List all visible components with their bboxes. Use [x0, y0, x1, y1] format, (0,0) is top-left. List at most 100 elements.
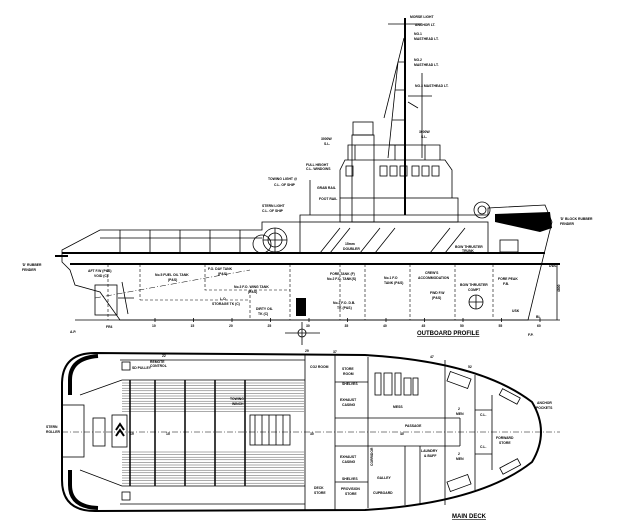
label-searchlight-fwd-b: S.L. [421, 135, 427, 139]
towing-hook-box [111, 414, 128, 448]
bow-winch [473, 201, 491, 219]
mess-tables [374, 372, 419, 396]
label-co2-room: CO2 ROOM [310, 365, 329, 369]
label-laundry: LAUNDRY [421, 449, 438, 453]
label-aft-fender: 'D' RUBBER [22, 263, 42, 267]
label-bl: BL [536, 315, 541, 319]
label-provision-store-b: STORE [345, 492, 357, 496]
deck-planking [122, 380, 304, 486]
room-walls [334, 355, 493, 510]
label-masthead2: MASTHEAD LT. [414, 63, 439, 67]
outboard-profile-title: OUTBOARD PROFILE [417, 331, 479, 337]
towing-winch [252, 227, 288, 254]
tank-label: (P&S) [248, 290, 257, 294]
label-fp: F.P. [528, 333, 534, 337]
label-exhaust-2: EXHAUST [340, 455, 357, 459]
mast-lattice [383, 37, 432, 159]
deck-frame-number: 22 [162, 354, 166, 358]
label-forward-store: FORWARD [496, 436, 514, 440]
label-fr4: FR4 [106, 325, 113, 329]
label-depth: 4800 [557, 284, 561, 292]
anchor-pocket-2 [499, 458, 522, 475]
tank-label: FWD F.W [430, 291, 445, 295]
towing-pin-box [92, 417, 106, 447]
label-windows: FULL HEIGHT [306, 163, 329, 167]
label-store-room-b: ROOM [343, 372, 354, 376]
frame-number: 45 [422, 324, 426, 328]
label-doubler: 15mm [345, 242, 355, 246]
frame-number: 40 [383, 324, 387, 328]
label-anchor-pockets: ANCHOR [537, 401, 552, 405]
tank-label: FORE PEAK [498, 277, 518, 281]
label-mess: MESS [393, 405, 403, 409]
label-exhaust-2-b: CASING [342, 460, 356, 464]
winch-on-deck [249, 414, 291, 446]
tank-label: F.B. [503, 282, 509, 286]
label-passage: PASSAGE [405, 424, 422, 428]
label-2men-1-b: MEN [456, 412, 464, 416]
label-shelves-2: SHELVES [342, 477, 358, 481]
stern-fender [68, 354, 99, 510]
tank-label: DIRTY OIL [256, 307, 273, 311]
bow-anchor-box [499, 239, 519, 253]
tank-label: VOID (C) [94, 274, 108, 278]
stern-roller [61, 404, 85, 458]
label-2men-1: 2 [458, 407, 460, 411]
label-masthead1-no: NO.1 [414, 32, 422, 36]
label-grab-rail: GRAB RAIL [317, 186, 336, 190]
deck-frame-number: 29 [305, 349, 309, 353]
frame-number: 15 [191, 324, 195, 328]
wheelhouse-windows [345, 165, 440, 177]
label-bow-thruster-trunk-b: TRUNK [462, 249, 474, 253]
label-towing-winch: TOWING [230, 397, 244, 401]
winch-detail [254, 415, 284, 445]
label-cupboard: CUPBOARD [373, 491, 393, 495]
frame-number: 10 [152, 324, 156, 328]
tank-label: AFT F.W (P&S) [88, 269, 112, 273]
label-morse-light: MORSE LIGHT [410, 15, 434, 19]
label-towing-light-b: C.L. OF SHIP [274, 183, 296, 187]
d-block-fender [495, 212, 552, 232]
bunk-1 [446, 371, 472, 389]
deck-frame-number: 52 [468, 365, 472, 369]
label-masthead3: NO.3 MASTHEAD LT. [415, 84, 449, 88]
tank-label: BOW THRUSTER [460, 283, 488, 287]
aft-bulwark-rails [100, 230, 262, 253]
outboard-profile: MORSE LIGHT ANCHOR LT. NO.1 MASTHEAD LT.… [22, 15, 593, 345]
label-exhaust-1-b: CASING [342, 403, 356, 407]
deck-hull-outline [61, 351, 542, 513]
label-laundry-b: & BUFF [424, 454, 436, 458]
frame-number: 60 [537, 324, 541, 328]
shaft-line [94, 269, 251, 299]
anchor-pocket-1 [498, 388, 521, 405]
pulley-box [121, 361, 131, 371]
funnel-top-rail [352, 121, 374, 136]
label-foot-rail: FOOT RAIL [319, 197, 337, 201]
deck-frame-number: 47 [430, 355, 434, 359]
label-stern-light: STERN LIGHT [262, 204, 286, 208]
label-shelves-1: SHELVES [342, 382, 358, 386]
shell-doubler-marks [319, 227, 466, 254]
tank-label: No.2 F.O. D.B. [333, 301, 355, 305]
frame-number: 20 [229, 324, 233, 328]
upper-deckhouse [339, 197, 459, 223]
label-stern-roller-b: ROLLER [46, 430, 60, 434]
tank-label: ACCOMMODATION [418, 276, 450, 280]
main-deck-title: MAIN DECK [452, 514, 487, 520]
label-towing-light: TOWING LIGHT @ [268, 177, 298, 181]
tank-label: CREW'S [425, 271, 439, 275]
label-stern-light-b: C.L. OF SHIP [262, 209, 284, 213]
tank-label: (P&S) [168, 278, 177, 282]
deck-frame-number: 37 [333, 350, 337, 354]
label-bow-thruster-trunk: BOW THRUSTER [455, 245, 483, 249]
label-aft-fender-b: FENDER [22, 268, 36, 272]
label-pulley: SD PULLEY [132, 366, 152, 370]
label-towing-winch-b: WINCH [232, 402, 244, 406]
deck-frame-number: 40 [400, 432, 404, 436]
frame-number: 30 [306, 324, 310, 328]
deck-frame-number: 30 [310, 432, 314, 436]
propeller [118, 281, 134, 315]
label-forward-store-b: STORE [499, 441, 511, 445]
tank-labels: AFT F.W (P&S) VOID (C) No.5 FUEL OIL TAN… [88, 267, 518, 316]
